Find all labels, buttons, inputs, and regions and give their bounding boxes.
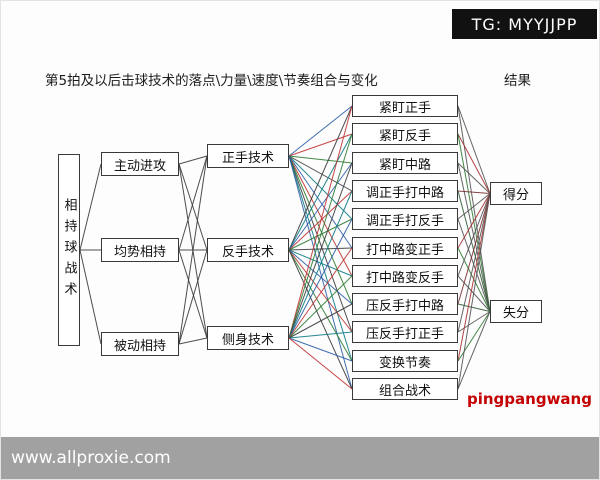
node-tactic-2: 被动相持	[101, 332, 179, 356]
node-pattern-3: 调正手打中路	[352, 180, 458, 202]
node-root-tactic: 相持球战术	[58, 154, 80, 346]
node-technique-0: 正手技术	[207, 144, 289, 168]
bottom-watermark-text: www.allproxie.com	[11, 448, 171, 468]
node-pattern-4: 调正手打反手	[352, 208, 458, 230]
node-technique-2: 侧身技术	[207, 326, 289, 350]
node-technique-1: 反手技术	[207, 238, 289, 262]
result-column-label: 结果	[504, 73, 531, 89]
node-pattern-8: 压反手打正手	[352, 321, 458, 343]
node-pattern-1: 紧盯反手	[352, 123, 458, 145]
node-pattern-6: 打中路变反手	[352, 265, 458, 287]
node-tactic-0: 主动进攻	[101, 152, 179, 176]
node-result-1: 失分	[490, 300, 542, 323]
node-pattern-5: 打中路变正手	[352, 237, 458, 259]
bottom-watermark-bar: www.allproxie.com	[1, 437, 599, 479]
node-pattern-7: 压反手打中路	[352, 293, 458, 315]
site-credit: pingpangwang	[467, 390, 592, 408]
node-pattern-0: 紧盯正手	[352, 95, 458, 117]
node-pattern-2: 紧盯中路	[352, 152, 458, 174]
diagram-title: 第5拍及以后击球技术的落点\力量\速度\节奏组合与变化	[45, 73, 378, 89]
node-result-0: 得分	[490, 182, 542, 205]
top-watermark: TG: MYYJJPP	[452, 9, 597, 39]
node-pattern-9: 变换节奏	[352, 350, 458, 372]
node-tactic-1: 均势相持	[101, 238, 179, 262]
node-pattern-10: 组合战术	[352, 378, 458, 400]
